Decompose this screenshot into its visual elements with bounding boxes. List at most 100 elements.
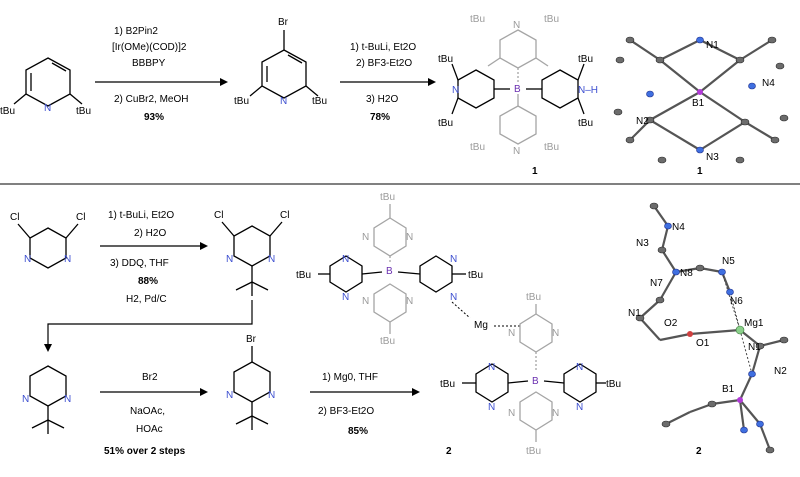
xray-atom-label: N1 (628, 308, 641, 319)
xray-atom-label: Mg1 (744, 318, 764, 329)
condition-text: 3) DDQ, THF (110, 258, 169, 269)
n-atom-label: N (22, 394, 29, 405)
tbu-label: tBu (380, 192, 395, 203)
n-atom-label: N (450, 254, 457, 265)
b-atom-label: B (514, 84, 521, 95)
n-atom-label: N (406, 232, 413, 243)
arrowhead (220, 78, 228, 86)
tbu-label: tBu (578, 54, 593, 65)
n-atom-label: N (552, 328, 559, 339)
n-atom-label: N (576, 402, 583, 413)
condition-text: 1) t-BuLi, Et2O (108, 210, 174, 221)
condition-text: 1) Mg0, THF (322, 372, 378, 383)
condition-text: NaOAc, (130, 406, 165, 417)
n-atom-label: N (576, 362, 583, 373)
compound-2-upper-borate: tBu N N B N N tBu tBu N N tBu N N (296, 192, 483, 347)
xray-structure-2: N4 N3 N5 N8 N7 N6 N1 O2 Mg1 O1 N1 N2 B1 (628, 202, 789, 454)
xray-atom-label: N3 (706, 152, 719, 163)
n-atom-label: N (268, 254, 275, 265)
n-atom-label: N (226, 254, 233, 265)
n-atom-label: N (226, 390, 233, 401)
xray-atom-label: N6 (730, 296, 743, 307)
arrowhead (200, 242, 208, 250)
xray-atom-label: N8 (680, 268, 693, 279)
yield-text: 85% (348, 426, 368, 437)
condition-text: H2, Pd/C (126, 294, 167, 305)
n-atom-label: N (513, 146, 520, 157)
n-atom-label: N (64, 394, 71, 405)
condition-text: BBBPY (132, 58, 166, 69)
xray-atom-label: B1 (692, 98, 705, 109)
tbu-dichloropyrimidine: Cl Cl N N (214, 210, 289, 296)
tbu-label: tBu (526, 446, 541, 457)
tbu-label: tBu (380, 336, 395, 347)
br-atom-label: Br (246, 334, 257, 345)
mg-label: Mg (474, 320, 488, 331)
n-atom-label: N (452, 85, 459, 96)
xray-atom-label: N1 (706, 40, 719, 51)
n-atom-label: N (552, 408, 559, 419)
dichloropyrimidine: Cl Cl N N (10, 212, 85, 269)
compound-1-structure: N tBu tBu N tBu tBu B N tBu tBu N–H tBu … (438, 14, 598, 157)
n-atom-label: N (362, 296, 369, 307)
cl-atom-label: Cl (214, 210, 223, 221)
tbu-label: tBu (544, 14, 559, 25)
tbu-label: tBu (440, 379, 455, 390)
arrowhead (428, 78, 436, 86)
condition-text: Br2 (142, 372, 158, 383)
nh-atom-label: N–H (578, 85, 598, 96)
tbu-label: tBu (296, 270, 311, 281)
n-atom-label: N (362, 232, 369, 243)
n-atom-label: N (64, 254, 71, 265)
n-atom-label: N (280, 96, 287, 107)
tbu-label: tBu (470, 142, 485, 153)
condition-text: 1) B2Pin2 (114, 26, 158, 37)
reaction-arrow (47, 300, 253, 344)
tbu-label: tBu (438, 118, 453, 129)
tbu-label: tBu (468, 270, 483, 281)
tbu-label: tBu (470, 14, 485, 25)
condition-text: 2) BF3-Et2O (356, 58, 412, 69)
condition-text: HOAc (136, 424, 163, 435)
xray-label: 2 (696, 446, 702, 457)
condition-text: 1) t-BuLi, Et2O (350, 42, 416, 53)
tbu-label: tBu (312, 96, 327, 107)
tbu-label: tBu (606, 379, 621, 390)
n-atom-label: N (268, 390, 275, 401)
arrowhead (44, 344, 52, 352)
bromo-pyridine: Br N tBu tBu (234, 17, 327, 107)
n-atom-label: N (508, 328, 515, 339)
tbu-label: tBu (438, 54, 453, 65)
tbu-label: tBu (0, 106, 15, 117)
arrowhead (412, 388, 420, 396)
tbu-label: tBu (544, 142, 559, 153)
xray-atom-label: N2 (636, 116, 649, 127)
condition-text: 2) H2O (134, 228, 166, 239)
n-atom-label: N (406, 296, 413, 307)
n-atom-label: N (488, 362, 495, 373)
n-atom-label: N (513, 20, 520, 31)
n-atom-label: N (508, 408, 515, 419)
xray-atom-label: B1 (722, 384, 735, 395)
xray-atom-label: N4 (762, 78, 775, 89)
yield-text: 93% (144, 112, 164, 123)
xray-atom-label: N3 (636, 238, 649, 249)
xray-atom-label: N4 (672, 222, 685, 233)
tbu-label: tBu (526, 292, 541, 303)
condition-text: 3) H2O (366, 94, 398, 105)
compound-label: 2 (446, 446, 452, 457)
compound-2-lower-borate: tBu N N B N N tBu tBu N N tBu N N (440, 292, 621, 457)
arrowhead (200, 388, 208, 396)
condition-text: 2) CuBr2, MeOH (114, 94, 188, 105)
tbu-pyrimidine: N N (22, 365, 71, 434)
condition-text: 2) BF3-Et2O (318, 406, 374, 417)
cl-atom-label: Cl (10, 212, 19, 223)
n-atom-label: N (342, 254, 349, 265)
xray-atom-label: N7 (650, 278, 663, 289)
br-atom-label: Br (278, 17, 289, 28)
yield-text: 78% (370, 112, 390, 123)
n-atom-label: N (24, 254, 31, 265)
cl-atom-label: Cl (76, 212, 85, 223)
xray-atom-label: O2 (664, 318, 678, 329)
